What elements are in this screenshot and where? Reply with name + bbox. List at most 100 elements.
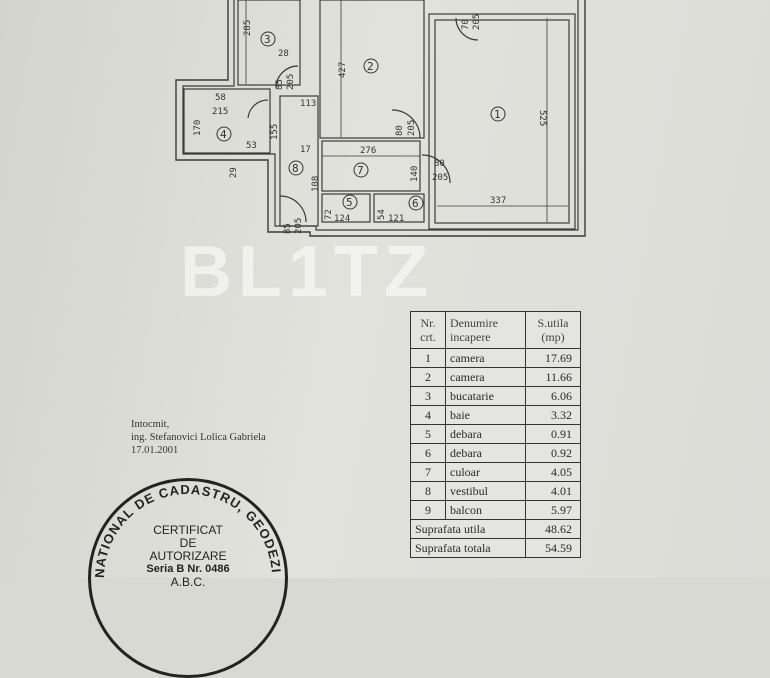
dimension-label: 80 — [434, 159, 445, 169]
table-row-total-area: Suprafata totala 54.59 — [410, 538, 581, 558]
door-arc — [279, 195, 307, 223]
dimension-label: 54 — [377, 209, 387, 220]
dimension-label: 215 — [212, 107, 228, 117]
room-area: 5.97 — [525, 500, 581, 520]
useful-area-value: 48.62 — [525, 519, 581, 539]
author-label: Intocmit, — [131, 419, 170, 430]
header-nr: Nr. crt. — [410, 311, 446, 349]
room-area: 4.01 — [525, 481, 581, 501]
row-number: 3 — [410, 386, 446, 406]
header-area: S.utila (mp) — [525, 311, 581, 349]
dimension-label: 205 — [407, 120, 417, 136]
row-number: 6 — [410, 443, 446, 463]
header-name: Denumire incapere — [445, 311, 526, 349]
useful-area-label: Suprafata utila — [410, 519, 526, 539]
stamp-ring: NATIONAL DE CADASTRU, GEODEZIE SI CA — [88, 478, 283, 578]
dimension-label: 108 — [311, 176, 321, 192]
dimension-label: 525 — [537, 110, 547, 126]
room-4-outline — [183, 88, 271, 154]
dimension-label: 427 — [338, 62, 348, 78]
room-1-wall — [428, 13, 576, 230]
total-area-value: 54.59 — [525, 538, 581, 558]
row-number: 9 — [410, 500, 446, 520]
room-label: 1 — [494, 108, 501, 121]
table-header: Nr. crt. Denumire incapere S.utila (mp) — [410, 311, 581, 349]
dimension-label: 17 — [300, 145, 311, 155]
room-area: 0.91 — [525, 424, 581, 444]
row-number: 4 — [410, 405, 446, 425]
row-number: 5 — [410, 424, 446, 444]
dimension-label: 29 — [229, 167, 239, 178]
dimension-label: 276 — [360, 146, 376, 156]
room-6-outline — [373, 193, 425, 223]
stamp-line: CERTIFICAT — [153, 523, 223, 537]
room-area: 0.92 — [525, 443, 581, 463]
row-number: 2 — [410, 367, 446, 387]
dimension-label: 170 — [193, 120, 203, 136]
dimension-label: 85 — [283, 223, 293, 234]
room-label: 3 — [264, 33, 271, 46]
dimension-label: 205 — [294, 218, 304, 234]
dimension-label: 205 — [432, 173, 448, 183]
room-name: debara — [445, 424, 526, 444]
stamp-line: Seria B Nr. 0486 — [146, 563, 230, 575]
room-area: 6.06 — [525, 386, 581, 406]
room-name: debara — [445, 443, 526, 463]
stamp-text: CERTIFICAT DE AUTORIZARE Seria B Nr. 048… — [138, 524, 238, 589]
total-area-label: Suprafata totala — [410, 538, 526, 558]
row-number: 8 — [410, 481, 446, 501]
room-name: camera — [445, 367, 526, 387]
room-8-outline — [279, 95, 319, 227]
author-block: Intocmit, ing. Stefanovici Lolica Gabrie… — [131, 418, 266, 457]
door-arc — [421, 154, 451, 184]
room-name: balcon — [445, 500, 526, 520]
room-label: 8 — [292, 162, 299, 175]
dimension-label: 53 — [246, 141, 257, 151]
dimension-label: 113 — [300, 99, 316, 109]
dimension-label: 80 — [395, 125, 405, 136]
room-area: 11.66 — [525, 367, 581, 387]
room-label: 5 — [346, 196, 353, 209]
dimension-label: 205 — [472, 14, 482, 30]
room-label: 2 — [367, 60, 374, 73]
room-name: culoar — [445, 462, 526, 482]
dimension-label: 285 — [243, 20, 253, 36]
room-5-outline — [321, 193, 371, 223]
dimension-label: 85 — [275, 79, 285, 90]
document-photo — [0, 0, 770, 578]
author-name: ing. Stefanovici Lolica Gabriela — [131, 432, 266, 443]
dimension-label: 140 — [410, 166, 420, 182]
room-2-outline — [319, 0, 425, 139]
dimension-label: 58 — [215, 93, 226, 103]
room-name: vestibul — [445, 481, 526, 501]
dimension-label: 155 — [270, 124, 280, 140]
room-3-outline — [237, 0, 301, 86]
door-arc — [247, 99, 269, 119]
room-area-table: Nr. crt. Denumire incapere S.utila (mp) … — [410, 311, 581, 558]
row-number: 1 — [410, 348, 446, 368]
room-name: bucatarie — [445, 386, 526, 406]
room-label: 4 — [220, 128, 227, 141]
door-arc — [455, 17, 479, 41]
room-label: 7 — [357, 164, 364, 177]
outer-wall-inner — [182, 0, 579, 231]
stamp-line: DE — [179, 536, 197, 550]
dimension-label: 337 — [490, 196, 506, 206]
dimension-label: 121 — [388, 214, 404, 224]
room-name: baie — [445, 405, 526, 425]
outer-wall — [175, 0, 586, 237]
room-area: 17.69 — [525, 348, 581, 368]
room-7-outline — [321, 140, 421, 192]
stamp-line: AUTORIZARE — [149, 549, 227, 563]
room-area: 3.32 — [525, 405, 581, 425]
dimension-label: 205 — [286, 74, 296, 90]
dimension-label: 70 — [461, 19, 471, 30]
